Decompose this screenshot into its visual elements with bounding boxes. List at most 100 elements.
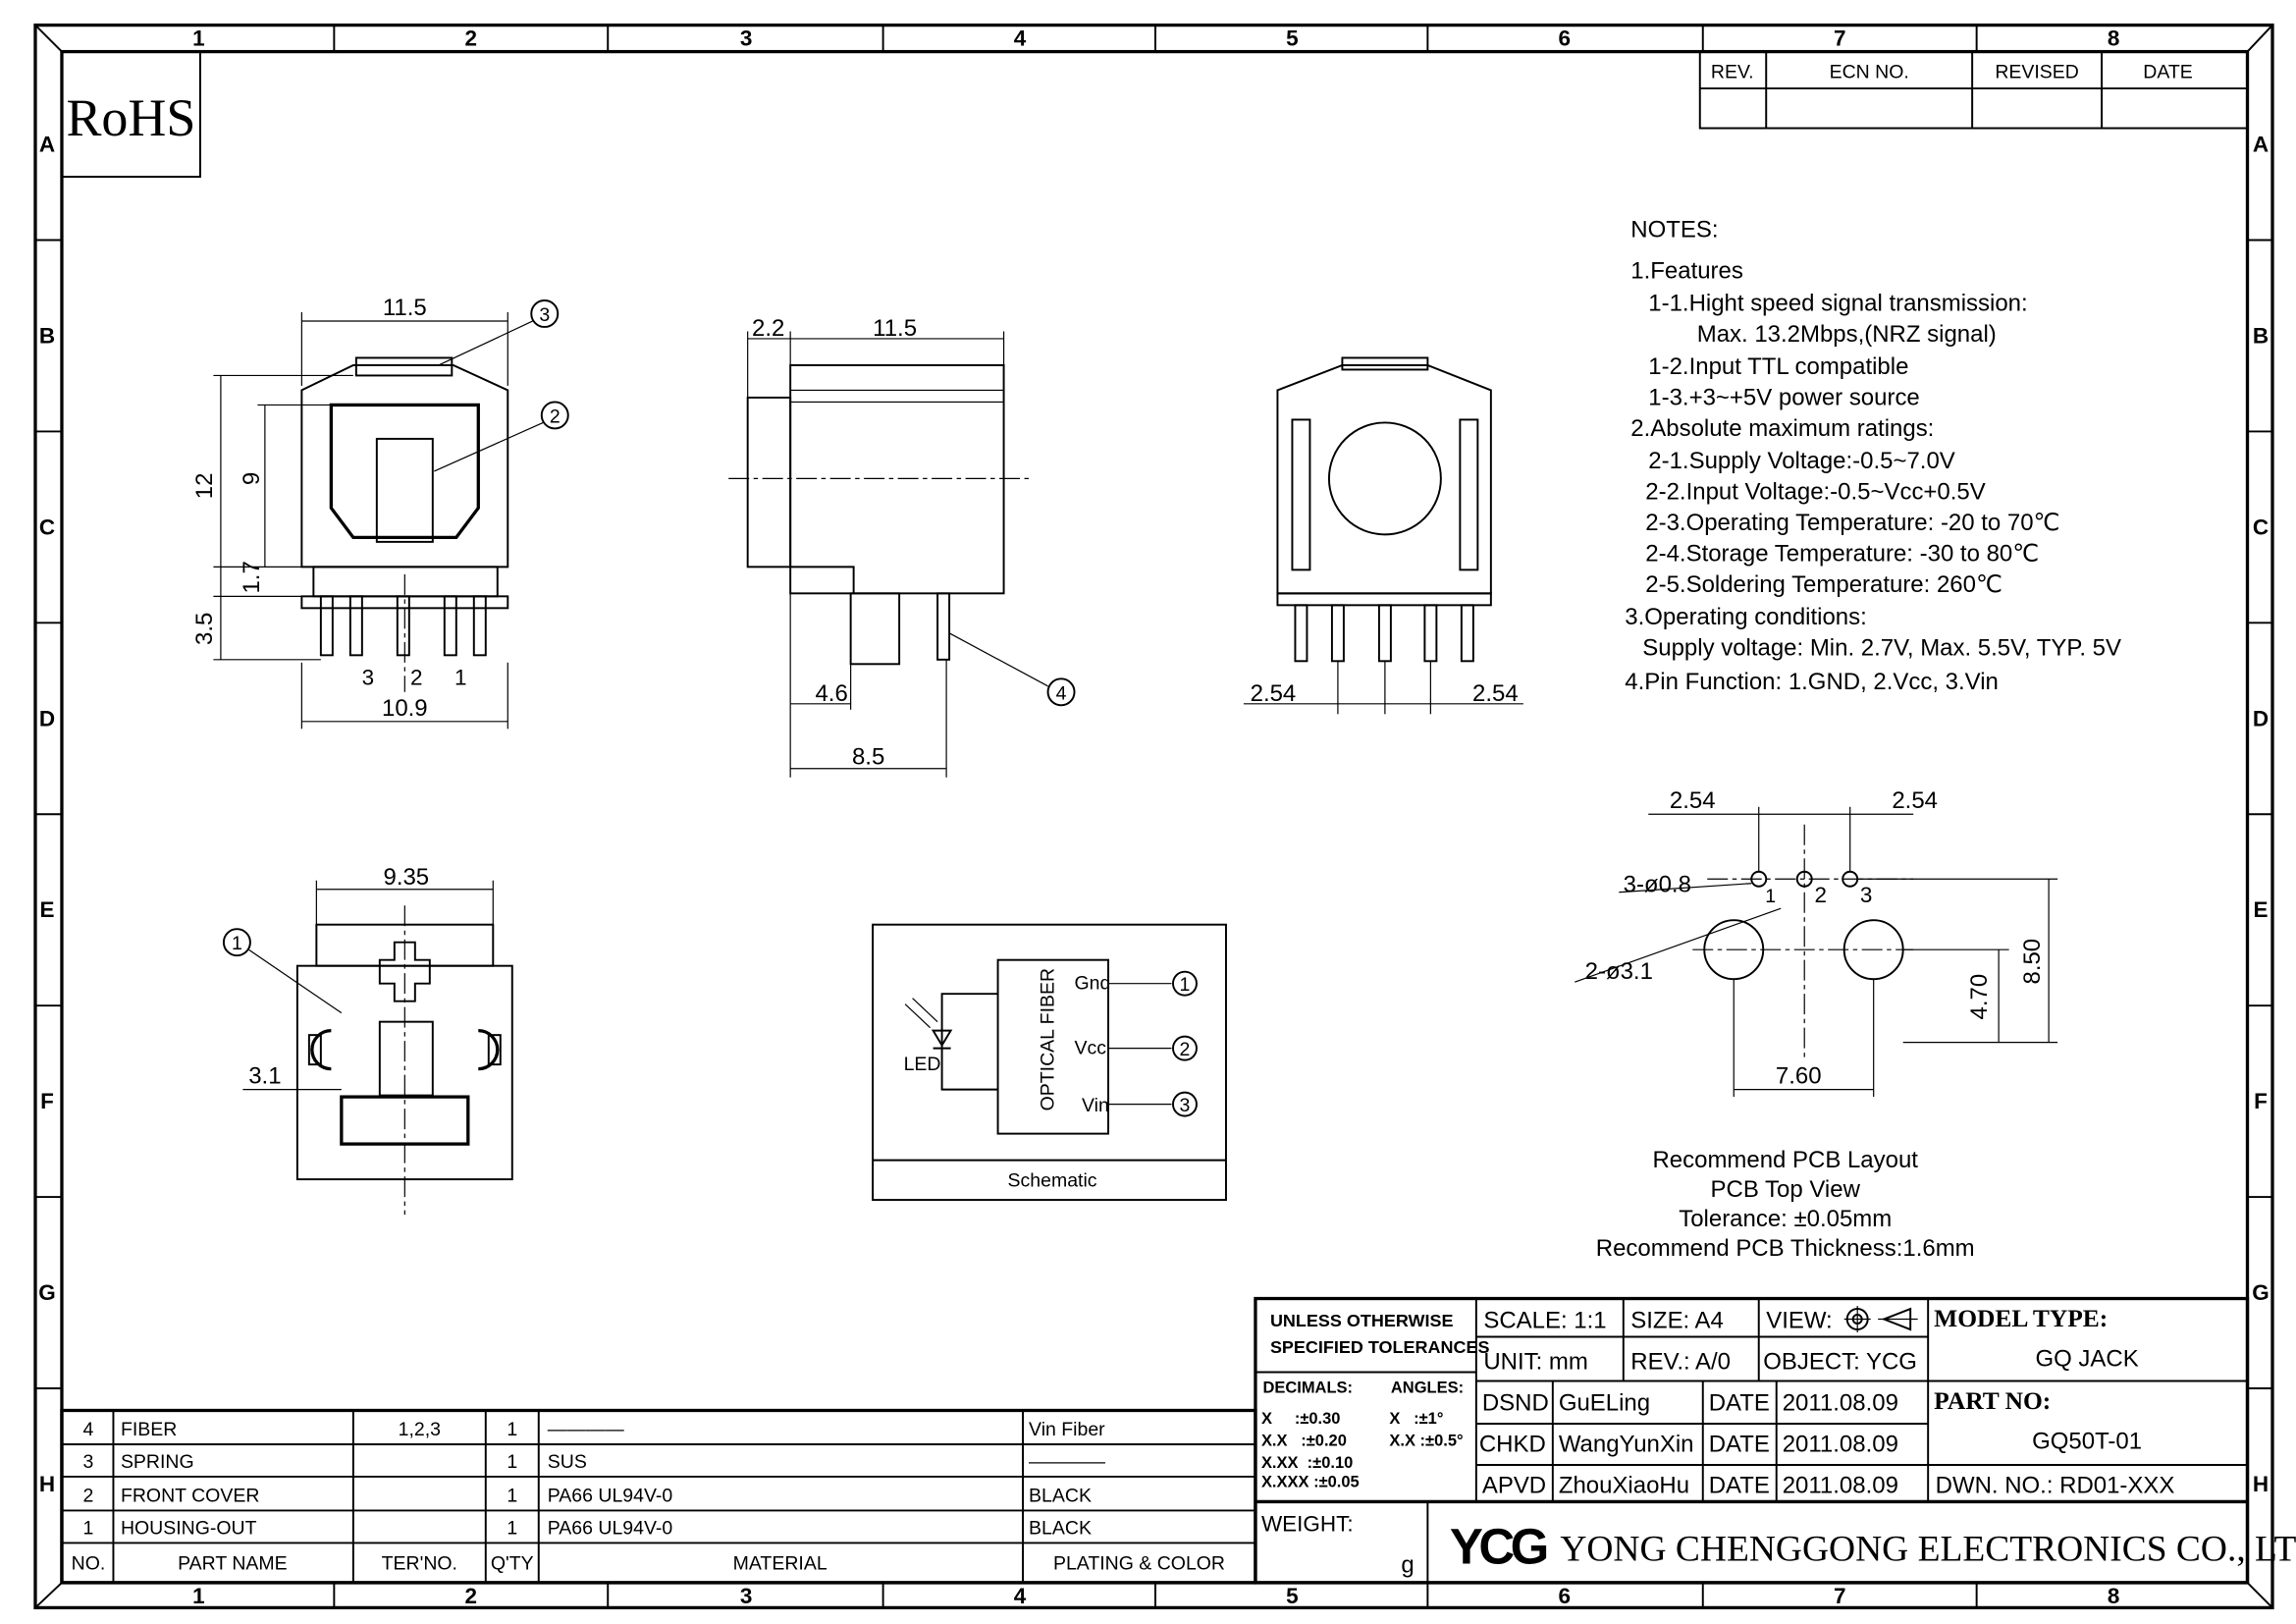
revised-header: REVISED (1995, 62, 2079, 83)
bom-row: 3 SPRING 1 SUS ———— (83, 1451, 1106, 1473)
zone-col-1: 1 (192, 27, 205, 51)
note-line: 2-4.Storage Temperature: -30 to 80℃ (1645, 540, 2039, 567)
pin-number: 1 (1180, 974, 1191, 996)
zone-col-8-bottom: 8 (2108, 1584, 2120, 1608)
decimals-label: DECIMALS: (1262, 1379, 1353, 1396)
company-name: YONG CHENGGONG ELECTRONICS CO., LTD. (1560, 1529, 2296, 1569)
rohs-text: RoHS (66, 88, 195, 147)
dim-height-inner: 9 (239, 472, 265, 485)
pcb-dim-8-50: 8.50 (2019, 939, 2046, 985)
rev-header: REV. (1711, 62, 1754, 83)
zone-row-f-right: F (2254, 1089, 2268, 1113)
angle-tolerance: X :±1° (1389, 1410, 1443, 1428)
pcb-holes-small: 3-ø0.8 (1624, 872, 1691, 898)
note-line: Supply voltage: Min. 2.7V, Max. 5.5V, TY… (1642, 634, 2121, 661)
dim-3-5: 3.5 (191, 613, 218, 645)
bom-row: 2 FRONT COVER 1 PA66 UL94V-0 BLACK (83, 1485, 1092, 1506)
zone-col-2: 2 (465, 27, 478, 51)
approval-role: DSND (1482, 1389, 1549, 1416)
title-block: UNLESS OTHERWISE SPECIFIED TOLERANCES DE… (1254, 1296, 2296, 1585)
weight-unit: g (1401, 1551, 1414, 1578)
decimal-tolerance: X.XX :±0.10 (1261, 1454, 1353, 1472)
zone-col-4: 4 (1014, 27, 1027, 51)
pin-name-vin: Vin (1082, 1095, 1109, 1116)
dim-height-total: 12 (191, 473, 218, 500)
pin-number: 3 (1180, 1095, 1191, 1116)
approval-date-label: DATE (1709, 1389, 1770, 1416)
bom-name: FRONT COVER (121, 1485, 259, 1506)
callout-4: 4 (1056, 682, 1067, 704)
zone-col-4-bottom: 4 (1014, 1584, 1027, 1608)
zone-col-6: 6 (1559, 27, 1572, 51)
pin-label: 1 (454, 665, 467, 689)
tolerance-title: UNLESS OTHERWISE (1270, 1311, 1454, 1330)
weight-label: WEIGHT: (1261, 1511, 1354, 1536)
drawing-frame (33, 23, 2274, 1610)
zone-col-7: 7 (1834, 27, 1846, 51)
bom-qty: 1 (507, 1485, 517, 1506)
pin-name-gnd: Gnd (1075, 973, 1111, 995)
bom-plating: BLACK (1029, 1485, 1092, 1506)
zone-row-c-right: C (2253, 514, 2269, 539)
object: OBJECT: YCG (1763, 1349, 1917, 1376)
dim-3-1: 3.1 (248, 1063, 281, 1090)
note-line: 2.Absolute maximum ratings: (1630, 415, 1934, 442)
zone-row-c: C (39, 514, 55, 539)
approval-date: 2011.08.09 (1783, 1389, 1898, 1416)
approval-date: 2011.08.09 (1783, 1472, 1898, 1498)
pcb-caption: Recommend PCB Layout (1652, 1147, 1918, 1173)
pin-number: 2 (1180, 1039, 1191, 1060)
zone-labels: 1 2 3 4 5 6 7 8 1 2 3 4 5 6 7 8 A B C D … (38, 27, 2269, 1608)
dim-2-2: 2.2 (752, 315, 784, 342)
bom-name: SPRING (121, 1451, 194, 1473)
bom-qty: 1 (507, 1451, 517, 1473)
optical-fiber-label: OPTICAL FIBER (1038, 968, 1059, 1110)
dim-pitch-right: 2.54 (1472, 680, 1519, 707)
part-no-label: PART NO: (1934, 1386, 2051, 1415)
approval-name: WangYunXin (1559, 1431, 1694, 1457)
bom-row: 1 HOUSING-OUT 1 PA66 UL94V-0 BLACK (83, 1517, 1092, 1539)
projection-symbol-icon (1843, 1306, 1918, 1333)
dim-4-6: 4.6 (815, 680, 847, 707)
note-line: 1-3.+3~+5V power source (1648, 384, 1919, 410)
bom-plating: Vin Fiber (1029, 1419, 1105, 1440)
schematic-title: Schematic (1008, 1170, 1097, 1192)
dim-pitch-left: 2.54 (1251, 680, 1297, 707)
view: VIEW: (1766, 1308, 1832, 1334)
approval-date-label: DATE (1709, 1472, 1770, 1498)
callout-3: 3 (539, 304, 550, 326)
led-label: LED (904, 1054, 941, 1075)
revision: REV.: A/0 (1630, 1349, 1731, 1376)
scale: SCALE: 1:1 (1483, 1308, 1606, 1334)
rohs-logo: RoHS (60, 50, 201, 179)
approval-name: GuELing (1559, 1389, 1650, 1416)
bom-no: 1 (83, 1517, 94, 1539)
bom-material: ———— (548, 1419, 624, 1440)
decimal-tolerance: X.XXX :±0.05 (1261, 1473, 1360, 1490)
pcb-holes-large: 2-ø3.1 (1585, 958, 1653, 985)
drawing-number: DWN. NO.: RD01-XXX (1936, 1472, 2175, 1498)
revision-table: REV. ECN NO. REVISED DATE (1698, 50, 2249, 130)
bom-plating: ———— (1029, 1451, 1105, 1473)
notes: NOTES: 1.Features 1-1.Hight speed signal… (1625, 217, 2121, 695)
approval-role: APVD (1482, 1472, 1546, 1498)
company-logo: YCG (1450, 1518, 1547, 1574)
bom-plating: BLACK (1029, 1517, 1092, 1539)
zone-col-8: 8 (2108, 27, 2120, 51)
bom-row: 4 FIBER 1,2,3 1 ———— Vin Fiber (83, 1419, 1106, 1440)
angle-tolerance: X.X :±0.5° (1389, 1432, 1463, 1449)
pcb-caption: Tolerance: ±0.05mm (1679, 1206, 1892, 1232)
ecn-header: ECN NO. (1830, 62, 1909, 83)
pin-label: 3 (362, 665, 375, 689)
bom-material: SUS (548, 1451, 587, 1473)
pcb-caption: Recommend PCB Thickness:1.6mm (1596, 1235, 1975, 1262)
note-line: Max. 13.2Mbps,(NRZ signal) (1697, 321, 1997, 348)
pin-label: 2 (410, 665, 423, 689)
zone-col-5-bottom: 5 (1286, 1584, 1299, 1608)
note-line: 3.Operating conditions: (1625, 604, 1866, 630)
bom-name: HOUSING-OUT (121, 1517, 257, 1539)
bottom-view: 9.35 3.1 1 (222, 864, 513, 1216)
zone-row-e: E (39, 897, 54, 922)
angles-label: ANGLES: (1391, 1379, 1464, 1396)
note-line: 1-1.Hight speed signal transmission: (1648, 290, 2027, 316)
